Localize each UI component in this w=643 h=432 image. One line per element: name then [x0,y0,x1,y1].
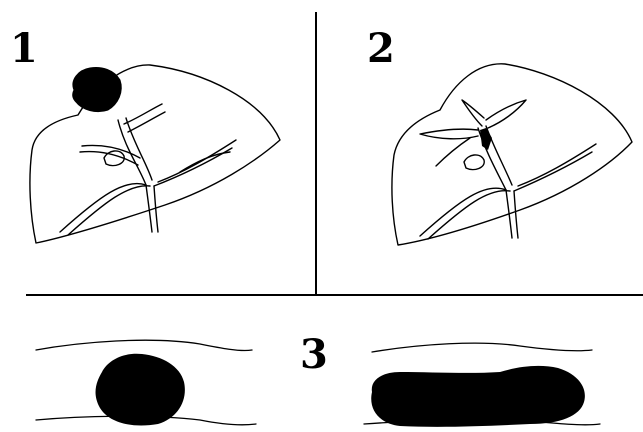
tumor-panel-3-right [371,366,585,427]
vessel-wall-top-right [372,343,592,352]
tumor-panel-1 [73,68,122,112]
panel-number-1: 1 [10,25,38,72]
panel-1-liver [30,65,280,243]
ablation-leaf-3 [420,129,478,139]
panel-number-3: 3 [300,331,328,378]
liver-outline-2 [392,64,632,245]
vessel-loop-2 [464,155,484,170]
vessel-branch-left [60,184,150,235]
vessel-branch-upper-right [124,104,165,132]
panel-number-2: 2 [367,25,395,72]
vessel-loop [104,151,124,166]
ablation-mark [480,128,492,150]
tumor-panel-3-left [96,354,185,426]
vessel-branch-right-2 [514,144,596,191]
vessel-trunk [146,185,158,232]
vessel-wall-top-left [36,340,252,350]
ablation-leaf-2 [486,100,526,128]
vessel-branch-left-2 [420,188,510,239]
ablation-leaf-1 [462,100,484,126]
panel-2-liver [392,64,632,245]
ablation-leaf-4 [436,138,470,166]
liver-outline [30,65,280,243]
